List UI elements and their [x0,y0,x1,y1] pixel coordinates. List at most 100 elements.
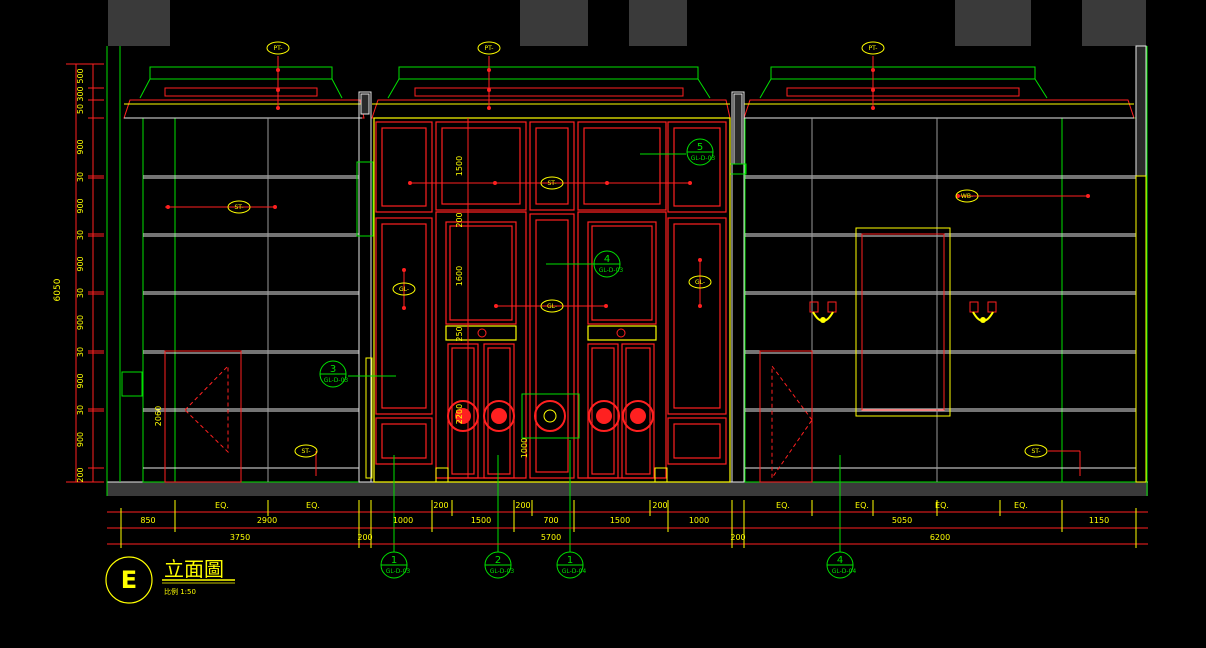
vertical-dim-label: 30 [76,172,85,182]
section-markers [380,551,854,579]
mirror-frame [855,227,951,417]
door-medallions [435,328,668,483]
door-dim-1500: 1500 [455,156,464,176]
callout-4-num: 4 [604,254,610,265]
leader-lines [165,56,1090,476]
dim-eq: EQ. [1014,501,1028,510]
dim-1150: 1150 [1089,516,1109,525]
section-marker-labels: 1 GL-D-03 2 GL-D-03 1 GL-D-04 4 GL-D-04 [386,555,857,575]
dim-200: 200 [515,501,530,510]
dim-eq: EQ. [776,501,790,510]
wall-sconce-left [809,301,837,323]
dim-eq: EQ. [935,501,949,510]
tag-wb: WB- [961,193,973,200]
top-gray-blocks [108,0,1146,46]
pilasters [356,45,1147,483]
tag-st-center: ST- [547,180,556,187]
dim-1500: 1500 [610,516,630,525]
section-1-num: 1 [391,555,397,566]
section-1b-num: 1 [567,555,573,566]
dim-200: 200 [433,501,448,510]
dim-6200: 6200 [930,533,950,542]
tag-st-left: ST- [234,204,243,211]
section-4-code: GL-D-04 [832,568,857,575]
vertical-dim-label: 200 [76,467,85,482]
callout-5-code: GL-D-03 [691,155,716,162]
dim-5050: 5050 [892,516,912,525]
vertical-dimension-ticks [88,63,104,483]
dim-5700: 5700 [541,533,561,542]
vertical-dim-total: 6050 [53,278,63,301]
tag-gl-right: GL- [695,279,705,286]
floor-band [107,482,1148,496]
dim-200: 200 [730,533,745,542]
vertical-dim-label: 900 [76,256,85,271]
vertical-dim-label: 900 [76,315,85,330]
door-dim-250: 250 [455,326,464,341]
tag-pt-center: PT- [485,45,494,52]
section-2-num: 2 [495,555,501,566]
title-block: E 立面圖 比例 1:50 [105,556,235,604]
tag-gl-center: GL- [547,303,557,310]
dim-1000: 1000 [393,516,413,525]
section-2-code: GL-D-03 [490,568,515,575]
detail-callout-labels: 5 GL-D-03 4 GL-D-03 3 GL-D-03 [324,142,716,384]
horizontal-dimension-lines [107,511,1148,545]
door-dimension-labels: 1500 200 1600 250 2200 1000 2060 [154,156,529,458]
stone-vertical-joints [267,118,938,482]
section-1b-code: GL-D-04 [562,568,587,575]
cornice-right [743,66,1135,119]
section-1-code: GL-D-03 [386,568,411,575]
title-letter: E [121,566,137,594]
dimension-row-3: 3750 200 5700 200 6200 [230,533,950,542]
wall-sconce-right [969,301,997,323]
callout-5-num: 5 [697,142,703,153]
dimension-row-1: EQ. EQ. 200 200 200 EQ. EQ. EQ. EQ. [215,501,1028,510]
vertical-dim-label: 30 [76,230,85,240]
cornice-center [371,66,731,119]
vertical-dim-label: 900 [76,373,85,388]
door-dim-1000: 1000 [520,438,529,458]
callout-leaders [348,153,841,552]
door-dim-2200: 2200 [455,404,464,424]
stone-joints [143,175,1136,469]
dimension-row-2: 850 2900 1000 1500 700 1500 1000 5050 11… [140,516,1109,525]
section-4-num: 4 [837,555,843,566]
callout-3-code: GL-D-03 [324,377,349,384]
tag-pt-left: PT- [274,45,283,52]
material-tag-labels: PT- PT- PT- ST- ST- ST- ST- WB- GL- GL- … [234,45,1040,455]
wall-outlines [106,46,1148,496]
tag-pt-right: PT- [869,45,878,52]
door-dim-1600: 1600 [455,266,464,286]
vertical-dim-label: 30 [76,347,85,357]
vertical-dimension [66,63,104,483]
material-tags [227,41,1048,458]
dim-eq: EQ. [215,501,229,510]
dim-700: 700 [543,516,558,525]
vertical-dim-label: 900 [76,198,85,213]
title-scale: 比例 1:50 [164,587,196,596]
tag-st-bottom-right: ST- [1031,448,1040,455]
tag-st-bottom-left: ST- [301,448,310,455]
dim-eq: EQ. [306,501,320,510]
dim-3750: 3750 [230,533,250,542]
cornice-left [123,66,365,119]
dim-1000: 1000 [689,516,709,525]
callout-3-num: 3 [330,364,336,375]
detail-callouts [319,138,714,388]
vertical-dim-label: 900 [76,139,85,154]
vertical-dim-label: 30 [76,405,85,415]
vertical-dim-label: 900 [76,432,85,447]
dim-eq: EQ. [855,501,869,510]
tag-gl-left: GL- [399,286,409,293]
dim-850: 850 [140,516,155,525]
side-doors [121,350,813,483]
door-dim-2060: 2060 [154,406,163,426]
callout-4-code: GL-D-03 [599,267,624,274]
title-text: 立面圖 [164,557,224,581]
dimension-ticks [120,500,1137,548]
vertical-dim-label: 50 [76,104,85,114]
vertical-dim-label: 300 [76,86,85,101]
